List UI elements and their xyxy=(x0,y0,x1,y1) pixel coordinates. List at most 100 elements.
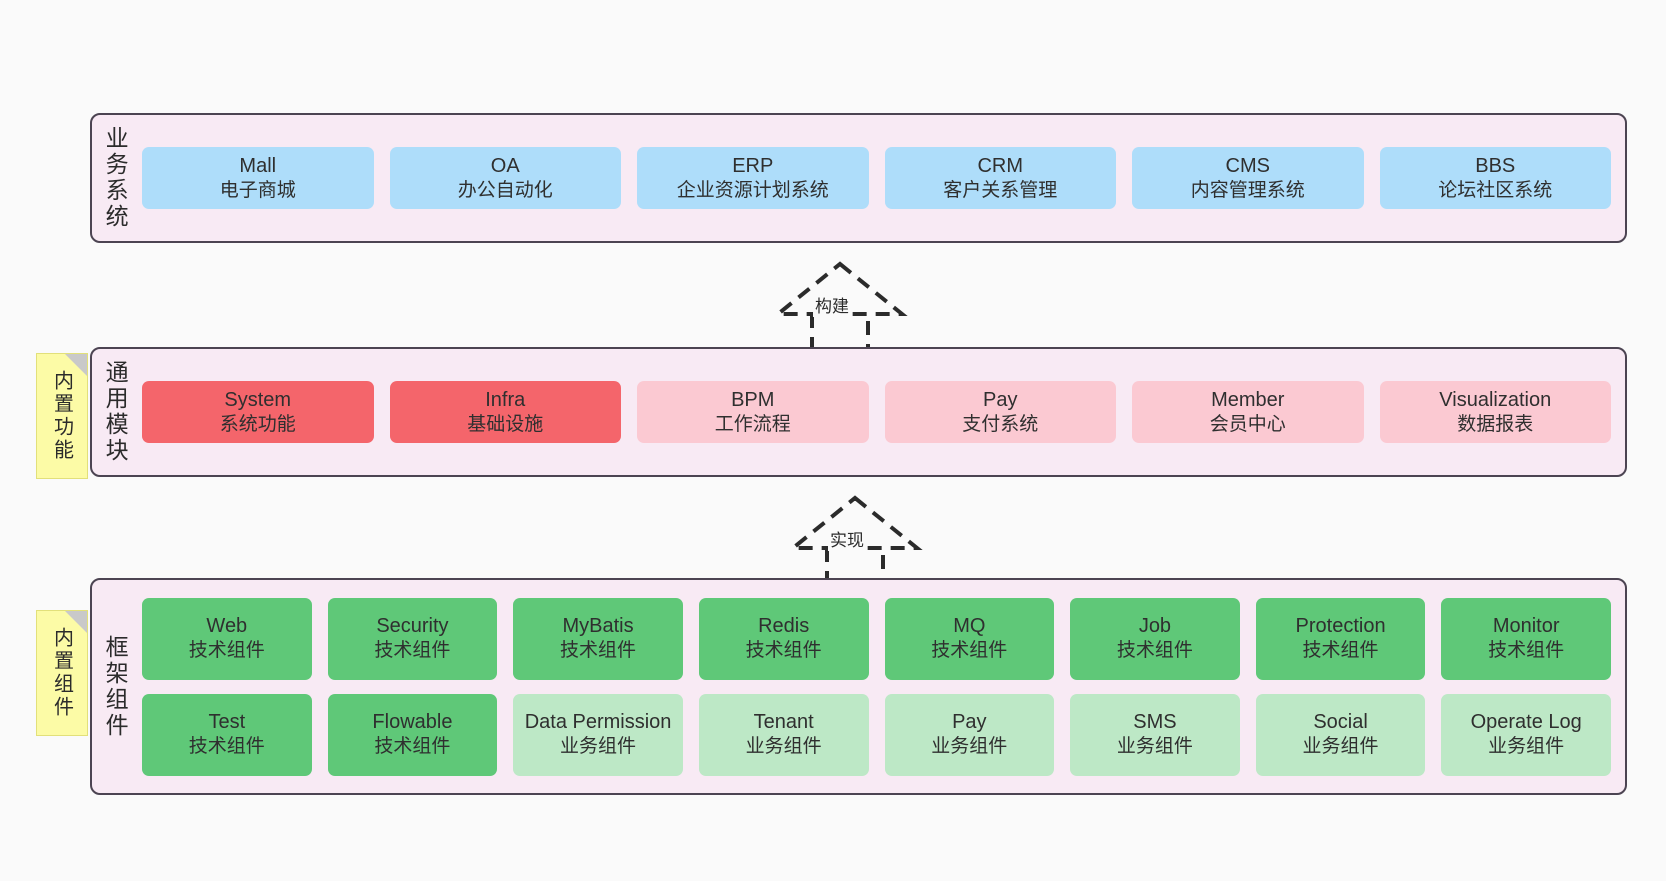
module-card-member[interactable]: Member 会员中心 xyxy=(1132,380,1364,444)
module-name: Web xyxy=(206,615,248,638)
module-desc: 业务组件 xyxy=(745,736,822,758)
module-name: OA xyxy=(490,154,520,177)
note-label: 内置组件 xyxy=(50,627,73,719)
module-card-bbs[interactable]: BBS 论坛社区系统 xyxy=(1379,146,1611,210)
module-card-data-permission[interactable]: Data Permission 业务组件 xyxy=(513,693,683,776)
layer-framework-component: 框架组件 Web 技术组件 Security 技术组件 MyBatis 技术组件… xyxy=(90,578,1627,795)
layer-framework-component-title: 框架组件 xyxy=(102,634,129,739)
module-card-flowable[interactable]: Flowable 技术组件 xyxy=(327,693,498,776)
module-name: Job xyxy=(1138,615,1172,638)
module-desc: 业务组件 xyxy=(931,736,1008,758)
layer-business-system-body: Mall 电子商城 OA 办公自动化 ERP 企业资源计划系统 CRM 客户关系… xyxy=(138,115,1625,241)
module-name: System xyxy=(224,388,292,411)
note-builtin-function: 内置功能 xyxy=(36,353,88,479)
module-desc: 技术组件 xyxy=(1116,640,1193,662)
module-name: Redis xyxy=(758,615,810,638)
module-card-web[interactable]: Web 技术组件 xyxy=(142,597,312,680)
module-name: Operate Log xyxy=(1470,711,1582,734)
layer-framework-component-body: Web 技术组件 Security 技术组件 MyBatis 技术组件 Redi… xyxy=(138,580,1625,793)
layer-common-module: 通用模块 System 系统功能 Infra 基础设施 BPM 工作流程 Pay… xyxy=(90,347,1627,477)
module-name: MyBatis xyxy=(562,615,634,638)
connector-shaft xyxy=(825,548,885,590)
module-desc: 企业资源计划系统 xyxy=(676,179,829,201)
module-name: Pay xyxy=(952,711,987,734)
module-desc: 技术组件 xyxy=(374,736,451,758)
module-name: Pay xyxy=(983,388,1018,411)
module-name: Mall xyxy=(239,154,277,177)
module-desc: 支付系统 xyxy=(962,413,1039,435)
module-desc: 技术组件 xyxy=(1302,640,1379,662)
module-desc: 论坛社区系统 xyxy=(1438,179,1553,201)
module-desc: 技术组件 xyxy=(188,736,265,758)
module-desc: 办公自动化 xyxy=(457,179,553,201)
module-card-infra[interactable]: Infra 基础设施 xyxy=(389,380,621,444)
module-row: Test 技术组件 Flowable 技术组件 Data Permission … xyxy=(142,693,1611,776)
module-row: System 系统功能 Infra 基础设施 BPM 工作流程 Pay 支付系统… xyxy=(142,380,1611,444)
module-name: ERP xyxy=(732,154,774,177)
module-desc: 技术组件 xyxy=(374,640,451,662)
layer-business-system-title: 业务系统 xyxy=(102,126,129,230)
module-card-crm[interactable]: CRM 客户关系管理 xyxy=(884,146,1116,210)
module-card-mq[interactable]: MQ 技术组件 xyxy=(884,597,1055,680)
module-name: Infra xyxy=(485,388,526,411)
module-card-job[interactable]: Job 技术组件 xyxy=(1070,597,1240,680)
module-name: Visualization xyxy=(1439,388,1552,411)
module-desc: 技术组件 xyxy=(560,640,637,662)
module-desc: 数据报表 xyxy=(1457,413,1534,435)
module-name: SMS xyxy=(1133,711,1177,734)
layer-business-system: 业务系统 Mall 电子商城 OA 办公自动化 ERP 企业资源计划系统 CRM… xyxy=(90,113,1627,243)
module-name: Member xyxy=(1211,388,1285,411)
layer-common-module-body: System 系统功能 Infra 基础设施 BPM 工作流程 Pay 支付系统… xyxy=(138,349,1625,475)
module-name: Tenant xyxy=(753,711,814,734)
module-name: BBS xyxy=(1475,154,1516,177)
connector-implement-label: 实现 xyxy=(828,526,866,551)
module-name: Flowable xyxy=(372,711,453,734)
module-name: CRM xyxy=(977,154,1024,177)
module-card-test[interactable]: Test 技术组件 xyxy=(142,693,312,776)
module-desc: 客户关系管理 xyxy=(943,179,1058,201)
module-card-tenant[interactable]: Tenant 业务组件 xyxy=(698,693,869,776)
connector-shaft xyxy=(810,314,870,356)
module-card-oa[interactable]: OA 办公自动化 xyxy=(389,146,621,210)
connector-build-label: 构建 xyxy=(813,292,851,317)
module-desc: 基础设施 xyxy=(467,413,544,435)
module-desc: 内容管理系统 xyxy=(1190,179,1305,201)
note-builtin-component: 内置组件 xyxy=(36,610,88,736)
module-desc: 业务组件 xyxy=(560,736,637,758)
module-name: CMS xyxy=(1225,154,1270,177)
module-desc: 技术组件 xyxy=(1488,640,1565,662)
module-desc: 系统功能 xyxy=(219,413,296,435)
module-card-erp[interactable]: ERP 企业资源计划系统 xyxy=(637,146,869,210)
module-card-redis[interactable]: Redis 技术组件 xyxy=(698,597,869,680)
module-name: Test xyxy=(208,711,246,734)
module-card-social[interactable]: Social 业务组件 xyxy=(1255,693,1426,776)
note-label: 内置功能 xyxy=(50,370,73,462)
module-desc: 工作流程 xyxy=(714,413,791,435)
module-card-bpm[interactable]: BPM 工作流程 xyxy=(637,380,869,444)
module-name: Social xyxy=(1313,711,1368,734)
module-desc: 会员中心 xyxy=(1209,413,1286,435)
module-card-protection[interactable]: Protection 技术组件 xyxy=(1255,597,1426,680)
module-card-security[interactable]: Security 技术组件 xyxy=(327,597,498,680)
module-card-operate-log[interactable]: Operate Log 业务组件 xyxy=(1441,693,1611,776)
module-card-visualization[interactable]: Visualization 数据报表 xyxy=(1379,380,1611,444)
module-card-monitor[interactable]: Monitor 技术组件 xyxy=(1441,597,1611,680)
module-row: Mall 电子商城 OA 办公自动化 ERP 企业资源计划系统 CRM 客户关系… xyxy=(142,146,1611,210)
module-card-sms[interactable]: SMS 业务组件 xyxy=(1070,693,1240,776)
module-name: BPM xyxy=(731,388,775,411)
module-card-mall[interactable]: Mall 电子商城 xyxy=(142,146,374,210)
module-desc: 业务组件 xyxy=(1488,736,1565,758)
note-fold-corner-icon xyxy=(65,354,87,376)
module-card-system[interactable]: System 系统功能 xyxy=(142,380,374,444)
module-name: Data Permission xyxy=(524,711,672,734)
module-desc: 技术组件 xyxy=(745,640,822,662)
module-card-mybatis[interactable]: MyBatis 技术组件 xyxy=(513,597,683,680)
module-card-pay[interactable]: Pay 支付系统 xyxy=(884,380,1116,444)
module-card-cms[interactable]: CMS 内容管理系统 xyxy=(1132,146,1364,210)
module-name: MQ xyxy=(953,615,986,638)
module-desc: 业务组件 xyxy=(1302,736,1379,758)
module-card-pay-business[interactable]: Pay 业务组件 xyxy=(884,693,1055,776)
layer-common-module-title: 通用模块 xyxy=(102,360,129,464)
note-fold-corner-icon xyxy=(65,611,87,633)
